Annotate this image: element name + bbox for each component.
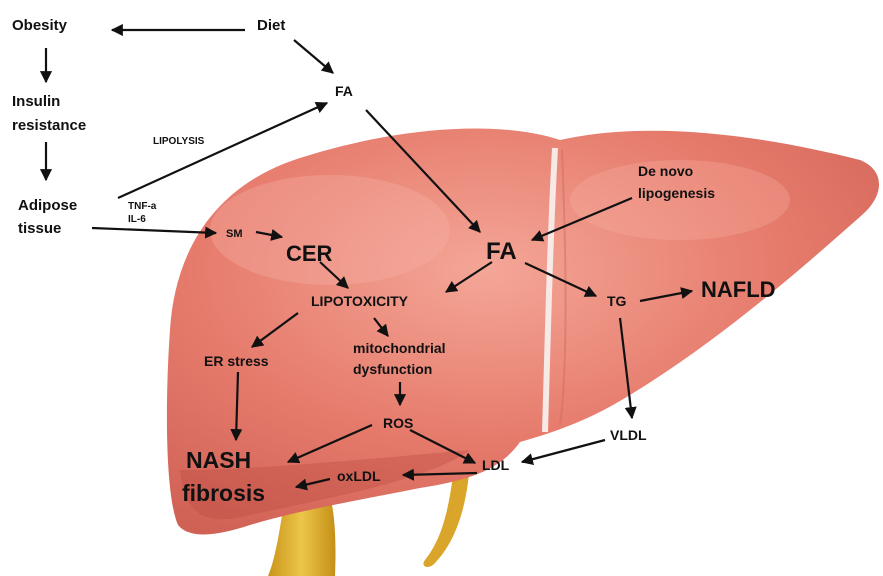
arrow-vldl-ldl xyxy=(522,440,605,462)
node-oxldl: oxLDL xyxy=(337,468,381,484)
node-denovo-line1: De novo xyxy=(638,163,693,179)
node-ros: ROS xyxy=(383,415,413,431)
node-er-stress: ER stress xyxy=(204,353,269,369)
node-insulin-line1: Insulin xyxy=(12,93,60,110)
node-vldl: VLDL xyxy=(610,427,647,443)
node-diet: Diet xyxy=(257,17,285,34)
node-mito-line2: dysfunction xyxy=(353,361,432,377)
node-obesity: Obesity xyxy=(12,17,68,34)
node-insulin-line2: resistance xyxy=(12,117,86,134)
node-il6: IL-6 xyxy=(128,214,146,225)
node-fibrosis: fibrosis xyxy=(182,480,265,506)
node-tg: TG xyxy=(607,293,627,309)
node-sm: SM xyxy=(226,228,243,240)
node-adipose-line1: Adipose xyxy=(18,197,77,214)
node-nafld: NAFLD xyxy=(701,277,776,302)
node-fa-top: FA xyxy=(335,83,353,99)
node-denovo-line2: lipogenesis xyxy=(638,185,715,201)
node-ldl: LDL xyxy=(482,457,510,473)
arrow-adipose-sm xyxy=(92,228,216,233)
node-lipolysis: LIPOLYSIS xyxy=(153,136,205,147)
node-cer: CER xyxy=(286,241,333,266)
node-fa-center: FA xyxy=(486,238,517,265)
node-mito-line1: mitochondrial xyxy=(353,340,446,356)
arrow-diet-fa xyxy=(294,40,333,73)
node-tnf: TNF-a xyxy=(128,201,157,212)
node-lipotoxicity: LIPOTOXICITY xyxy=(311,293,409,309)
node-nash: NASH xyxy=(186,447,251,473)
node-adipose-line2: tissue xyxy=(18,220,61,237)
